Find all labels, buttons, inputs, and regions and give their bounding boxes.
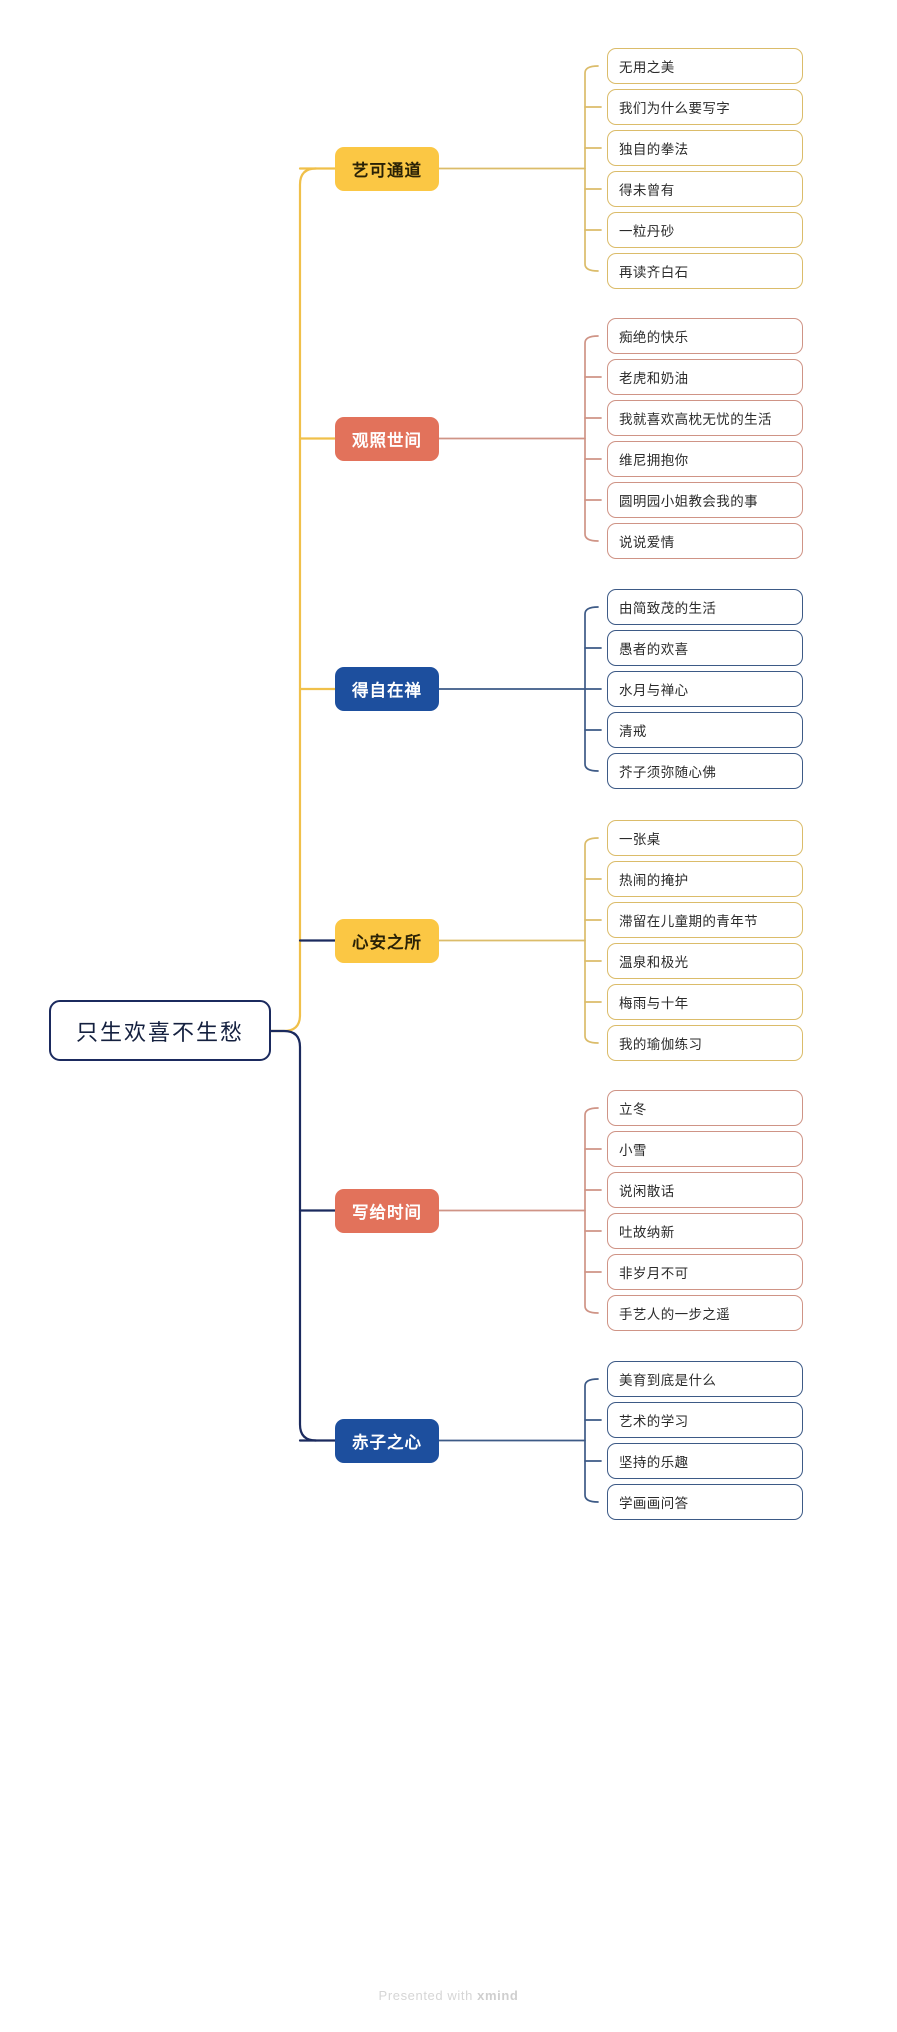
leaf-node-3-5[interactable]: 芥子须弥随心佛	[607, 753, 803, 789]
leaf-node-1-6[interactable]: 再读齐白石	[607, 253, 803, 289]
topic-node-3[interactable]: 得自在禅	[335, 667, 439, 711]
leaf-node-5-3[interactable]: 说闲散话	[607, 1172, 803, 1208]
leaf-node-5-5[interactable]: 非岁月不可	[607, 1254, 803, 1290]
leaf-node-3-4[interactable]: 清戒	[607, 712, 803, 748]
leaf-node-2-4[interactable]: 维尼拥抱你	[607, 441, 803, 477]
leaf-node-5-2[interactable]: 小雪	[607, 1131, 803, 1167]
topic-node-6[interactable]: 赤子之心	[335, 1418, 439, 1463]
leaf-node-6-4[interactable]: 学画画问答	[607, 1484, 803, 1520]
leaf-node-2-2[interactable]: 老虎和奶油	[607, 359, 803, 395]
leaf-node-1-2[interactable]: 我们为什么要写字	[607, 89, 803, 125]
xmind-brand: xmind	[477, 1988, 519, 2003]
topic-node-4[interactable]: 心安之所	[335, 918, 439, 963]
leaf-node-5-6[interactable]: 手艺人的一步之遥	[607, 1295, 803, 1331]
leaf-node-3-2[interactable]: 愚者的欢喜	[607, 630, 803, 666]
topic-node-5[interactable]: 写给时间	[335, 1188, 439, 1233]
leaf-node-4-3[interactable]: 滞留在儿童期的青年节	[607, 902, 803, 938]
leaf-node-6-1[interactable]: 美育到底是什么	[607, 1361, 803, 1397]
leaf-node-1-5[interactable]: 一粒丹砂	[607, 212, 803, 248]
leaf-node-4-5[interactable]: 梅雨与十年	[607, 984, 803, 1020]
leaf-node-6-2[interactable]: 艺术的学习	[607, 1402, 803, 1438]
leaf-node-2-5[interactable]: 圆明园小姐教会我的事	[607, 482, 803, 518]
leaf-node-3-3[interactable]: 水月与禅心	[607, 671, 803, 707]
leaf-node-1-1[interactable]: 无用之美	[607, 48, 803, 84]
leaf-node-4-1[interactable]: 一张桌	[607, 820, 803, 856]
leaf-node-2-3[interactable]: 我就喜欢高枕无忧的生活	[607, 400, 803, 436]
leaf-node-2-6[interactable]: 说说爱情	[607, 523, 803, 559]
leaf-node-5-1[interactable]: 立冬	[607, 1090, 803, 1126]
leaf-node-4-4[interactable]: 温泉和极光	[607, 943, 803, 979]
leaf-node-3-1[interactable]: 由简致茂的生活	[607, 589, 803, 625]
leaf-node-2-1[interactable]: 痴绝的快乐	[607, 318, 803, 354]
leaf-node-4-6[interactable]: 我的瑜伽练习	[607, 1025, 803, 1061]
leaf-node-1-3[interactable]: 独自的拳法	[607, 130, 803, 166]
leaf-node-4-2[interactable]: 热闹的掩护	[607, 861, 803, 897]
leaf-node-5-4[interactable]: 吐故纳新	[607, 1213, 803, 1249]
footer-prefix: Presented with	[378, 1988, 478, 2003]
leaf-node-6-3[interactable]: 坚持的乐趣	[607, 1443, 803, 1479]
topic-node-2[interactable]: 观照世间	[335, 416, 439, 461]
footer-attribution: Presented with xmind	[0, 1988, 897, 2003]
root-node[interactable]: 只生欢喜不生愁	[49, 1000, 271, 1061]
topic-node-1[interactable]: 艺可通道	[335, 146, 439, 191]
leaf-node-1-4[interactable]: 得未曾有	[607, 171, 803, 207]
